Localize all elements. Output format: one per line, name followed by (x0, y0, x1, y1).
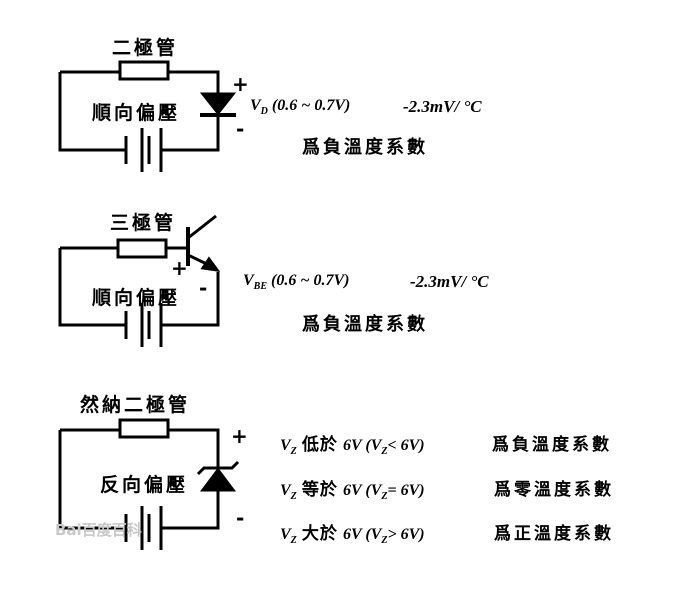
diode-circuit-resistor (118, 60, 170, 81)
transistor-circuit-resistor (116, 238, 168, 259)
diode-description: 爲負溫度系數 (302, 137, 428, 158)
zener-row-low: VZ 低於 6V (VZ< 6V) (280, 435, 425, 458)
zener-row-low-description: 爲負溫度系數 (492, 435, 612, 455)
transistor-minus-sign: - (199, 276, 208, 300)
watermark: Bai百度百科 (55, 521, 142, 539)
zener-diode-symbol (196, 460, 240, 492)
zener-plus-sign: + (231, 424, 248, 448)
zener-row-equal: VZ 等於 6V (VZ= 6V) (280, 480, 425, 503)
transistor-title: 三極管 (110, 212, 177, 234)
zener-row-equal-description: 爲零溫度系數 (494, 480, 614, 500)
transistor-coefficient: -2.3mV/ °C (410, 272, 489, 291)
transistor-circuit-battery (124, 303, 163, 347)
transistor-description: 爲負溫度系數 (302, 314, 428, 335)
zener-title: 然納二極管 (80, 394, 191, 416)
zener-row-high: VZ 大於 6V (VZ> 6V) (280, 524, 425, 547)
zener-minus-sign: - (236, 506, 245, 530)
diode-title: 二極管 (112, 37, 179, 59)
diode-minus-sign: - (236, 117, 245, 141)
zener-circuit-battery (124, 506, 163, 550)
zener-row-high-description: 爲正溫度系數 (494, 524, 614, 544)
diode-coefficient: -2.3mV/ °C (403, 97, 482, 116)
zener-circuit-resistor (118, 418, 170, 439)
diode-formula: VD (0.6 ~ 0.7V) (250, 97, 351, 118)
transistor-bias-label: 順向偏壓 (92, 287, 181, 309)
diode-plus-sign: + (232, 72, 249, 96)
transistor-formula: VBE (0.6 ~ 0.7V) (243, 272, 350, 293)
diode-circuit-battery (124, 128, 163, 172)
transistor-plus-sign: + (171, 256, 188, 280)
transistor-symbol (186, 214, 221, 272)
zener-bias-label: 反向偏壓 (100, 474, 189, 496)
diode-bias-label: 順向偏壓 (92, 102, 181, 124)
diode-symbol (199, 92, 237, 117)
